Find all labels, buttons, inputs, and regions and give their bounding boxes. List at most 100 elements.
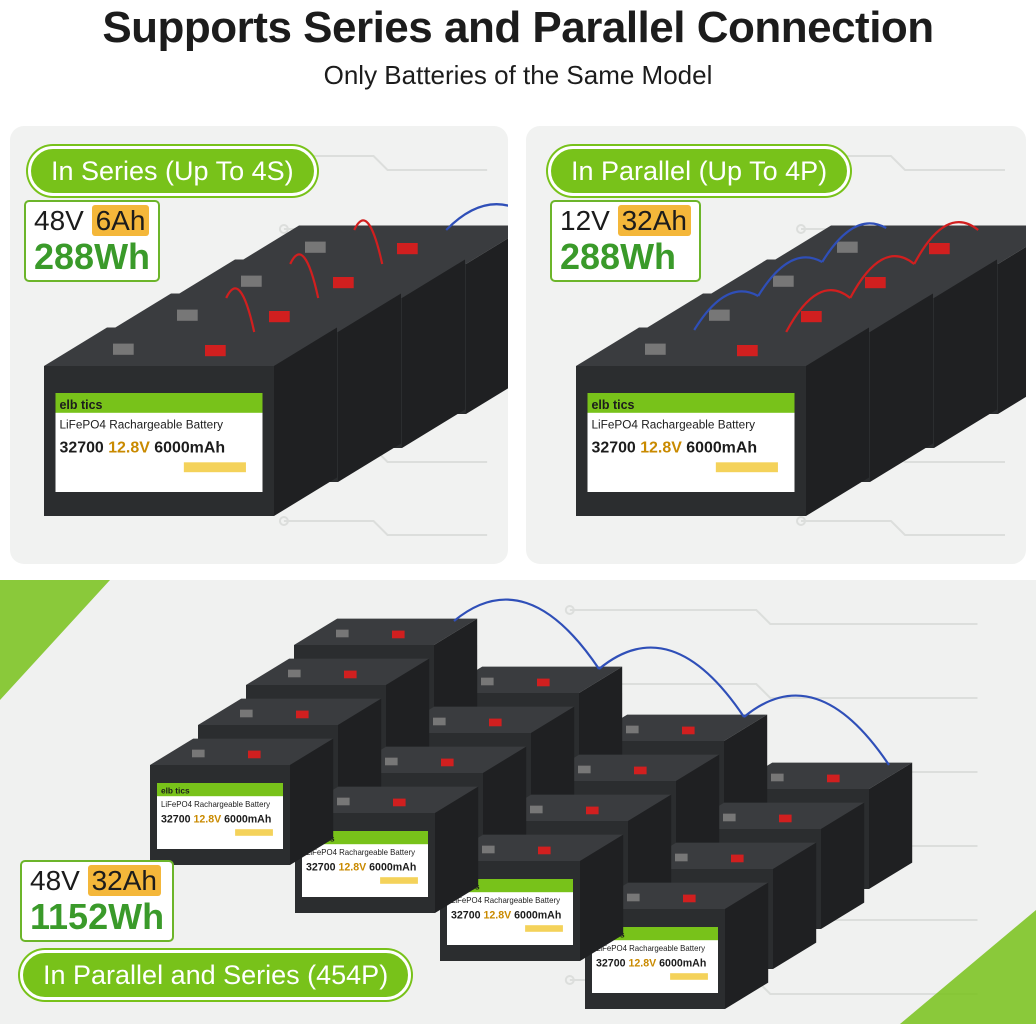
terminal-negative [241,275,262,287]
series-energy: 288Wh [34,236,151,277]
terminal-positive [538,846,551,855]
page-subtitle: Only Batteries of the Same Model [323,60,713,90]
battery-side [821,802,865,929]
terminal-positive [397,243,418,255]
heading: Supports Series and Parallel Connection … [0,0,1036,118]
battery-label-band [55,393,263,413]
terminal-negative [337,797,350,806]
battery-type: LiFePO4 Rachargeable Battery [60,419,224,432]
battery-top [343,746,527,773]
terminal-positive [248,750,261,759]
battery-side [466,238,508,414]
terminal-positive [489,718,502,727]
connection-wire [453,598,600,670]
terminal-negative [385,757,398,766]
battery-top [236,225,508,264]
terminal-positive [537,678,550,687]
terminal-positive [205,345,226,357]
series-capacity: 6Ah [91,205,150,236]
connection-wire [353,219,384,265]
battery-top [439,666,623,693]
battery-type: LiFePO4 Rachargeable Battery [306,848,415,857]
battery-top [44,327,337,366]
combo-capacity: 32Ah [87,865,162,896]
terminal-negative [645,343,666,355]
battery-top [440,834,624,861]
battery-spec-line: 32700 12.8V 6000mAh [306,862,416,874]
terminal-positive [682,726,695,735]
terminal-negative [709,309,730,321]
battery-top [681,802,865,829]
battery-type: LiFePO4 Rachargeable Battery [596,944,705,953]
battery-side [435,786,479,913]
terminal-negative [177,309,198,321]
battery-top [172,259,465,298]
connection-wire [743,694,890,766]
battery-spec-line: 32700 12.8V 6000mAh [592,439,758,456]
battery-type: LiFePO4 Rachargeable Battery [592,419,756,432]
terminal-negative [113,343,134,355]
battery-label-band [592,927,718,941]
battery-label-band [447,879,573,893]
terminal-negative [240,709,253,718]
battery-type: LiFePO4 Rachargeable Battery [451,896,560,905]
terminal-positive [269,311,290,323]
terminal-positive [392,630,405,639]
terminal-positive [683,894,696,903]
battery-top [704,259,997,298]
battery-side [773,842,817,969]
battery-spec-line: 32700 12.8V 6000mAh [451,910,561,922]
connection-wire [913,221,979,265]
terminal-positive [393,798,406,807]
page-title: Supports Series and Parallel Connection [102,3,934,52]
terminal-negative [433,717,446,726]
battery-top [633,842,817,869]
series-badge: In Series (Up To 4S) [28,146,317,196]
terminal-positive [865,277,886,289]
terminal-positive [731,854,744,863]
battery-top [640,293,933,332]
corner-accent [0,580,110,700]
battery-top [108,293,401,332]
battery-spec-line: 32700 12.8V 6000mAh [596,958,706,970]
battery-top [729,762,913,789]
parallel-energy: 288Wh [560,236,677,277]
battery-top [150,738,334,765]
battery-label-tag [525,925,563,932]
battery-label-tag [183,462,246,473]
terminal-positive [441,758,454,767]
battery-brand: elb tics [592,398,635,412]
battery-top [768,225,1026,264]
terminal-positive [296,710,309,719]
terminal-positive [737,345,758,357]
battery-top [576,327,869,366]
battery-label-band [302,831,428,845]
parallel-voltage: 12V [560,205,610,236]
parallel-spec-box: 12V 32Ah 288Wh [550,200,702,282]
parallel-badge: In Parallel (Up To 4P) [548,146,851,196]
terminal-negative [675,853,688,862]
battery-side [290,738,334,865]
corner-accent [900,910,1036,1024]
battery-brand: elb tics [161,786,190,796]
battery-spec-line: 32700 12.8V 6000mAh [161,814,271,826]
terminal-negative [773,275,794,287]
terminal-positive [344,670,357,679]
terminal-negative [192,749,205,758]
battery-top [391,706,575,733]
battery-side [725,882,769,1009]
battery-side [274,327,337,516]
terminal-negative [723,813,736,822]
connection-wire [757,256,823,297]
battery-spec-line: 32700 12.8V 6000mAh [60,439,226,456]
battery-label-tag [715,462,778,473]
terminal-negative [336,629,349,638]
connection-wire [785,289,851,333]
battery-top [246,658,430,685]
battery-type: LiFePO4 Rachargeable Battery [161,800,270,809]
